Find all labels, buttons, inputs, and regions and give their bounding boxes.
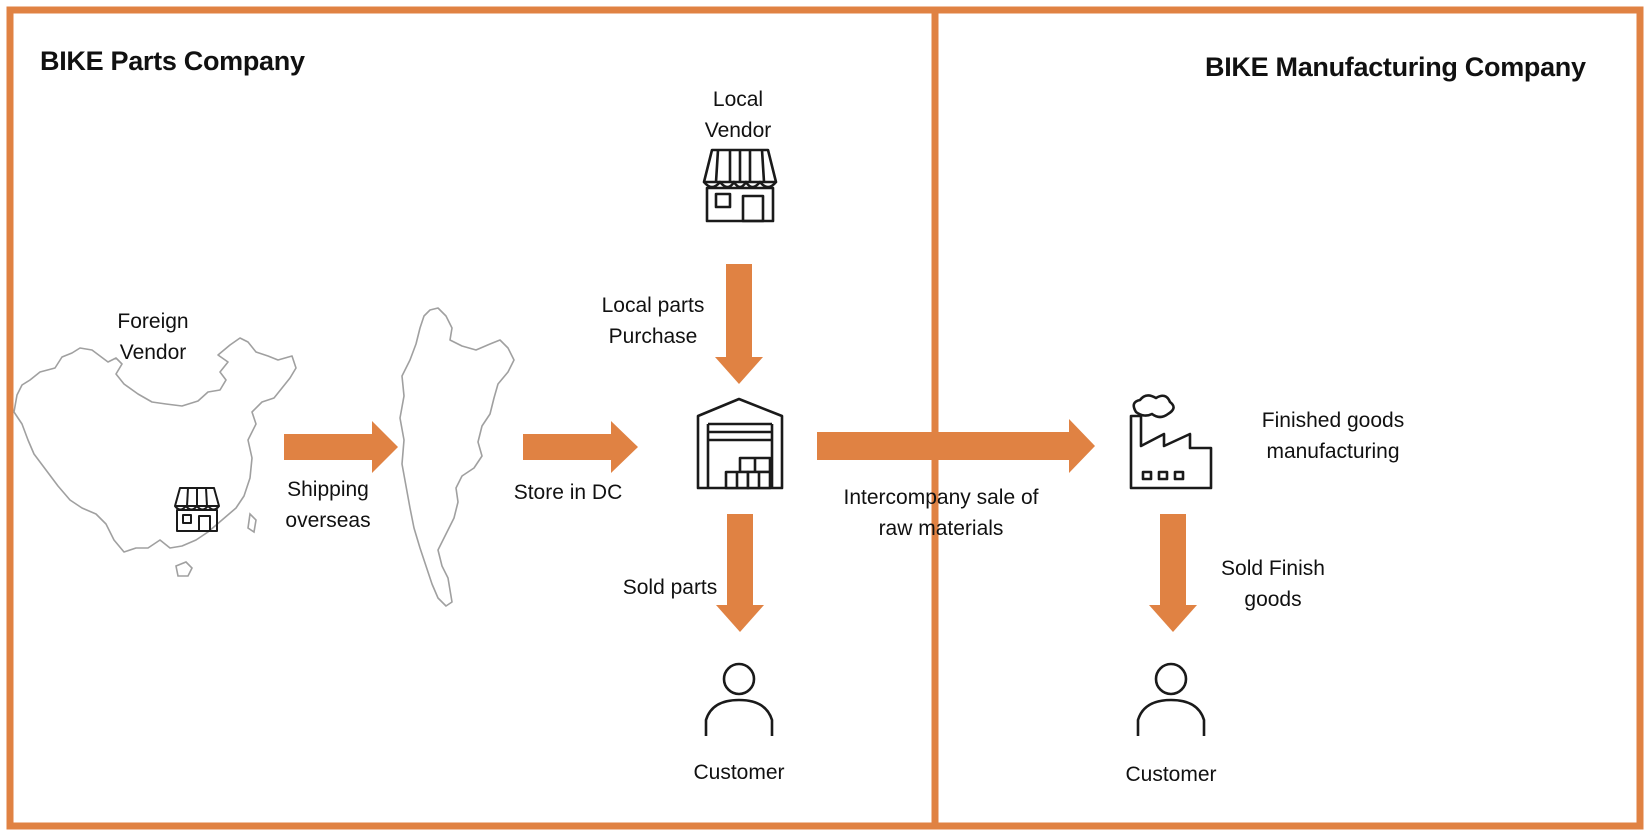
sold-parts-label: Sold parts <box>622 576 718 599</box>
local-vendor-label: Local Vendor <box>688 84 788 146</box>
person-icon <box>1136 662 1206 736</box>
shipping-line2: overseas <box>285 509 371 532</box>
shipping-label: Shipping overseas <box>268 474 388 536</box>
taiwan-island <box>247 512 257 534</box>
store-icon <box>174 487 220 532</box>
arrow-sold-parts <box>716 514 764 632</box>
store-icon <box>702 148 778 223</box>
local-vendor-line2: Vendor <box>704 119 772 142</box>
manufacturing-line2: manufacturing <box>1266 440 1400 463</box>
arrow-intercompany <box>817 419 1095 473</box>
arrow-local-purchase <box>715 264 763 384</box>
shipping-line1: Shipping <box>287 478 369 501</box>
foreign-vendor-label: Foreign Vendor <box>103 306 203 368</box>
local-purchase-line2: Purchase <box>608 325 698 348</box>
south-america-map <box>399 307 515 607</box>
sold-goods-label: Sold Finish goods <box>1208 553 1338 615</box>
warehouse-icon <box>696 397 784 490</box>
parts-customer-label: Customer <box>693 761 785 784</box>
foreign-vendor-line1: Foreign <box>117 310 189 333</box>
manufacturing-line1: Finished goods <box>1261 409 1405 432</box>
intercompany-label: Intercompany sale of raw materials <box>826 482 1056 544</box>
arrow-sold-goods <box>1149 514 1197 632</box>
local-purchase-line1: Local parts <box>601 294 705 317</box>
intercompany-line1: Intercompany sale of <box>843 486 1039 509</box>
sold-goods-line1: Sold Finish <box>1221 557 1325 580</box>
goods-customer-label: Customer <box>1125 763 1217 786</box>
local-purchase-label: Local parts Purchase <box>578 290 728 352</box>
store-label: Store in DC <box>513 481 623 504</box>
foreign-vendor-line2: Vendor <box>119 341 187 364</box>
local-vendor-line1: Local <box>712 88 764 111</box>
person-icon <box>704 662 774 736</box>
factory-icon <box>1129 394 1213 490</box>
arrow-store <box>523 421 638 473</box>
intercompany-line2: raw materials <box>878 517 1004 540</box>
right-panel-title: BIKE Manufacturing Company <box>1205 52 1586 82</box>
sold-goods-line2: goods <box>1244 588 1302 611</box>
left-panel-title: BIKE Parts Company <box>40 46 305 76</box>
manufacturing-label: Finished goods manufacturing <box>1243 405 1423 467</box>
china-map <box>13 337 297 553</box>
arrow-shipping <box>284 421 398 473</box>
outer-frame <box>6 6 1644 830</box>
hainan-island <box>175 561 193 577</box>
